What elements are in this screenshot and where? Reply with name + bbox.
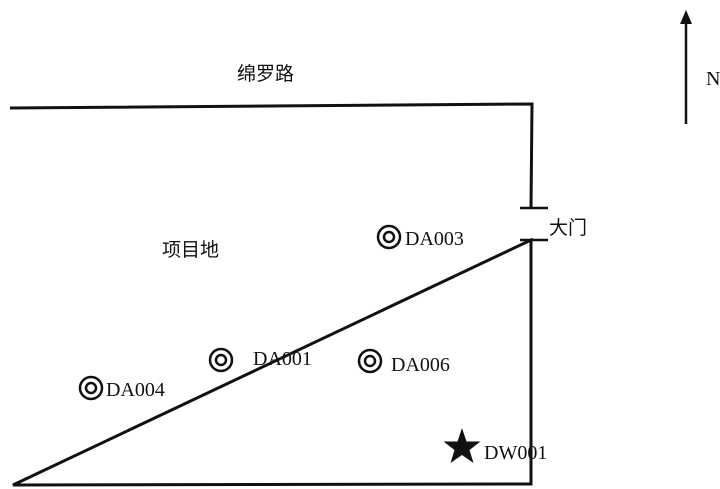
point-label-da004: DA004 <box>106 379 165 401</box>
point-dw001: DW001 <box>443 428 547 464</box>
site-boundary <box>9 102 534 487</box>
double-circle-icon <box>357 348 383 374</box>
point-da003: DA003 <box>376 224 464 250</box>
point-label-da001: DA001 <box>253 348 312 370</box>
double-circle-icon <box>208 347 234 373</box>
site-label: 项目地 <box>162 239 219 261</box>
double-circle-icon <box>376 224 402 250</box>
north-arrow-icon <box>680 10 692 124</box>
point-label-dw001: DW001 <box>484 442 547 464</box>
gate-label: 大门 <box>549 217 587 239</box>
point-da006: DA006 <box>357 348 450 376</box>
road-label: 绵罗路 <box>237 63 294 85</box>
point-label-da006: DA006 <box>391 354 450 376</box>
double-circle-icon <box>78 375 104 401</box>
star-icon <box>443 428 481 463</box>
point-da004: DA004 <box>78 375 165 401</box>
north-label: N <box>706 68 720 90</box>
point-da001: DA001 <box>208 347 312 373</box>
point-label-da003: DA003 <box>405 228 464 250</box>
gate-icon <box>520 206 548 242</box>
